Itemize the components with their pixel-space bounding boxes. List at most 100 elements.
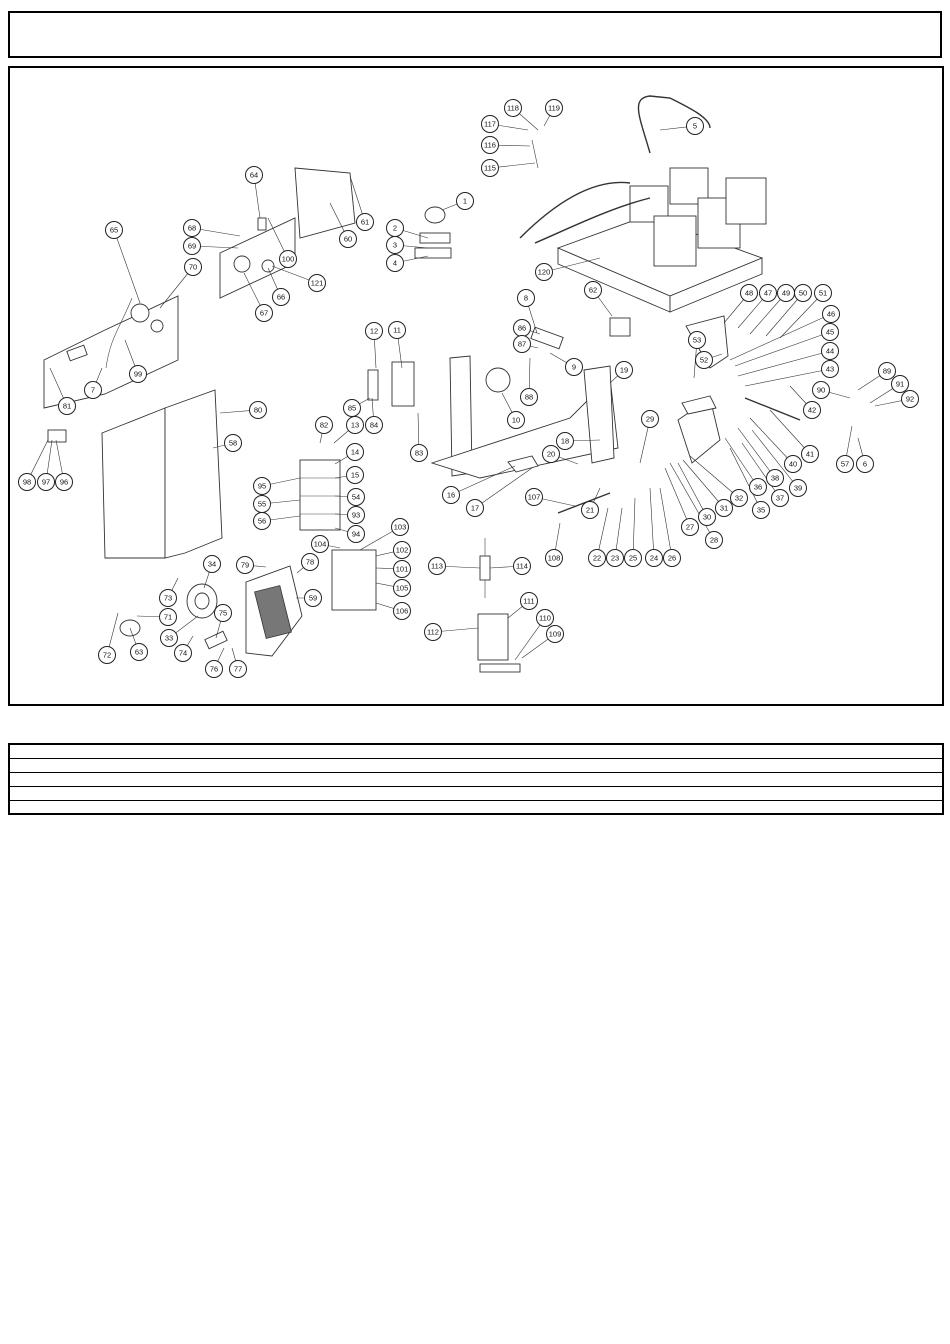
callout-3: 3 [386, 236, 404, 254]
callout-98: 98 [18, 473, 36, 491]
callout-92: 92 [901, 390, 919, 408]
callout-circle [759, 284, 777, 302]
callout-67: 67 [255, 304, 273, 322]
mount-bracket-19 [583, 365, 615, 464]
callout-circle [513, 557, 531, 575]
callout-circle [803, 401, 821, 419]
panel-knob [150, 319, 164, 333]
leader-line-65 [113, 229, 141, 304]
callout-number: 119 [548, 104, 560, 113]
callout-number: 45 [826, 328, 834, 337]
callout-circle [466, 499, 484, 517]
callout-circle [98, 646, 116, 664]
callout-48: 48 [740, 284, 758, 302]
callout-number: 37 [776, 494, 784, 503]
callout-39: 39 [789, 479, 807, 497]
leader-line-36 [724, 437, 759, 488]
callout-circle [771, 489, 789, 507]
callout-circle [184, 258, 202, 276]
callout-105: 105 [393, 579, 411, 597]
side-plate-right [164, 389, 223, 559]
callout-58: 58 [224, 434, 242, 452]
callout-circle [542, 445, 560, 463]
leader-line-50 [765, 292, 804, 337]
battery-tray-side [669, 257, 763, 313]
callout-circle [663, 549, 681, 567]
callout-47: 47 [759, 284, 777, 302]
switch-base [414, 247, 452, 259]
callout-51: 51 [814, 284, 832, 302]
callout-37: 37 [771, 489, 789, 507]
callout-circle [546, 625, 564, 643]
cap-knob [424, 206, 446, 224]
callout-number: 83 [415, 449, 423, 458]
plug-connector [530, 326, 564, 350]
callout-circle [393, 579, 411, 597]
callout-number: 22 [593, 554, 601, 563]
callout-circle [159, 589, 177, 607]
callout-circle [504, 99, 522, 117]
table-row [10, 787, 942, 801]
callout-number: 40 [789, 460, 797, 469]
callout-109: 109 [546, 625, 564, 643]
leader-line-46 [729, 313, 832, 361]
callout-circle [272, 288, 290, 306]
callout-number: 13 [351, 421, 359, 430]
callout-number: 99 [134, 370, 142, 379]
callout-55: 55 [253, 495, 271, 513]
callout-69: 69 [183, 237, 201, 255]
callout-circle [901, 390, 919, 408]
callout-circle [224, 434, 242, 452]
callout-31: 31 [715, 499, 733, 517]
callout-84: 84 [365, 416, 383, 434]
callout-circle [236, 556, 254, 574]
callout-circle [129, 365, 147, 383]
parts-drawing [43, 95, 801, 673]
callout-number: 51 [819, 289, 827, 298]
callout-number: 41 [806, 450, 814, 459]
callout-circle [346, 416, 364, 434]
callout-circle [249, 401, 267, 419]
callout-number: 1 [463, 197, 467, 206]
leader-line-24 [649, 487, 655, 559]
callout-54: 54 [347, 488, 365, 506]
callout-number: 2 [393, 224, 397, 233]
callout-number: 69 [188, 242, 196, 251]
callout-7: 7 [84, 381, 102, 399]
callout-70: 70 [184, 258, 202, 276]
callout-number: 53 [693, 336, 701, 345]
callout-91: 91 [891, 375, 909, 393]
callout-number: 43 [826, 365, 834, 374]
callout-113: 113 [428, 557, 446, 575]
callout-number: 62 [589, 286, 597, 295]
callout-number: 82 [320, 421, 328, 430]
relay-block [257, 217, 267, 231]
callout-63: 63 [130, 643, 148, 661]
callout-circle [740, 284, 758, 302]
callout-circle [730, 489, 748, 507]
leader-line-51 [779, 292, 824, 339]
callout-number: 30 [703, 513, 711, 522]
callout-number: 106 [396, 607, 409, 616]
callout-circle [55, 473, 73, 491]
callout-number: 120 [538, 268, 551, 277]
callout-12: 12 [365, 322, 383, 340]
leader-line-45 [734, 331, 831, 367]
callout-number: 111 [523, 597, 534, 606]
battery-cable-2 [534, 197, 651, 244]
leader-line-38 [737, 427, 776, 479]
callout-circle [836, 455, 854, 473]
callout-number: 44 [826, 347, 834, 356]
callout-103: 103 [391, 518, 409, 536]
callout-circle [481, 136, 499, 154]
callout-circle [821, 360, 839, 378]
callout-number: 52 [700, 356, 708, 365]
callout-56: 56 [253, 512, 271, 530]
callout-32: 32 [730, 489, 748, 507]
callout-number: 47 [764, 289, 772, 298]
sensor-module [609, 317, 631, 337]
callout-52: 52 [695, 351, 713, 369]
table-row [10, 773, 942, 787]
callout-circle [520, 388, 538, 406]
